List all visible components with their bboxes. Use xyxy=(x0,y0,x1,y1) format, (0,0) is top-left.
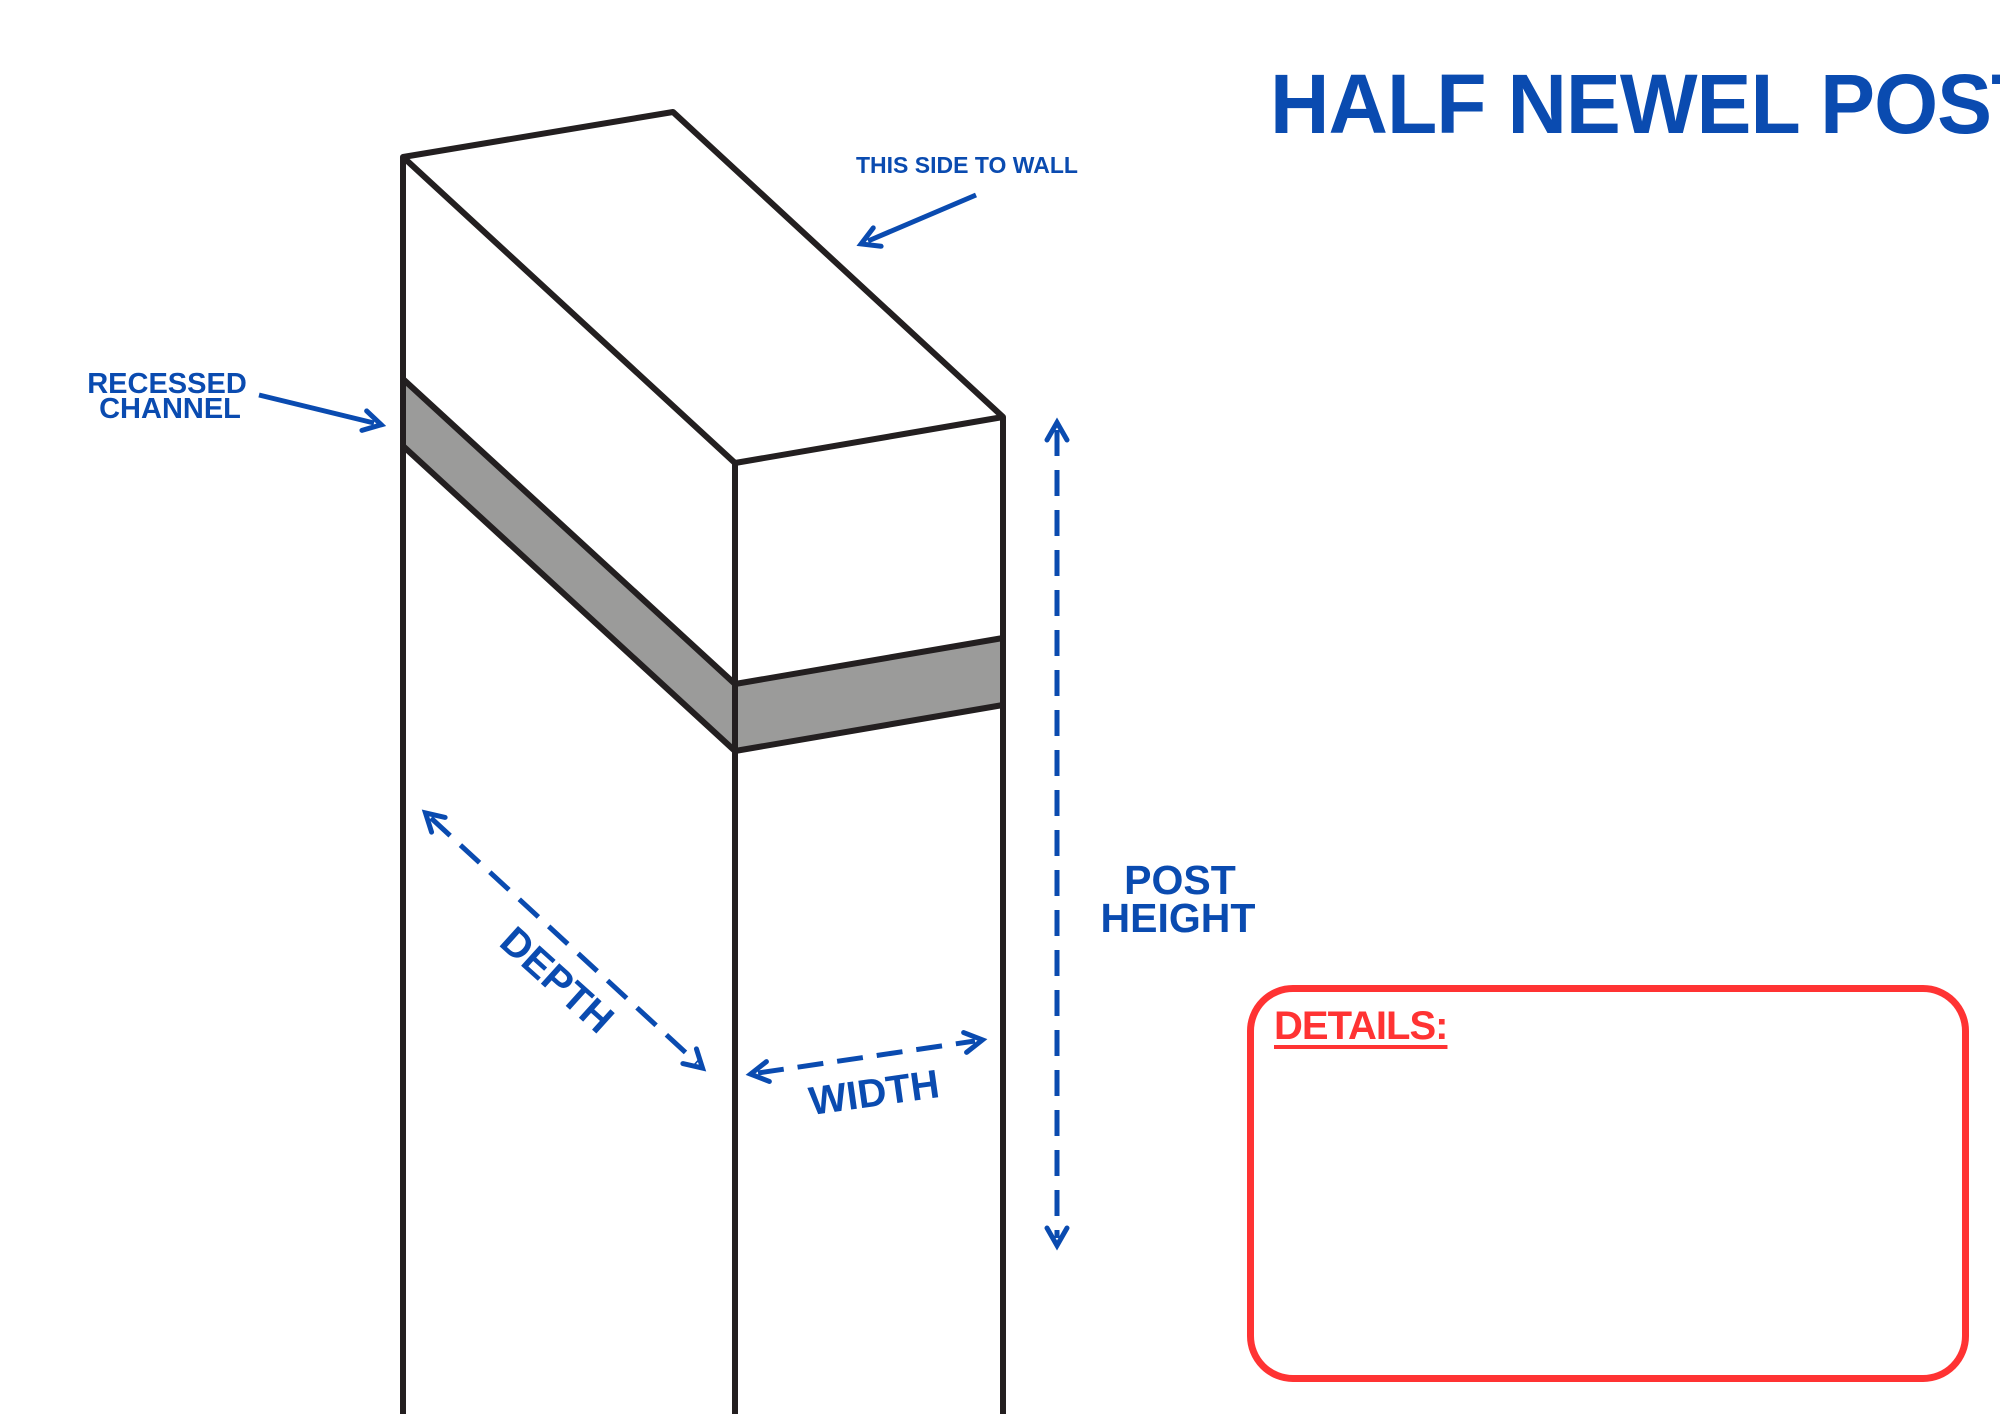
recessed-label-line2: CHANNEL xyxy=(99,393,241,425)
post-height-label-line2: HEIGHT xyxy=(1101,895,1256,941)
details-box: DETAILS: xyxy=(1247,985,1969,1382)
recessed-label-line1: RECESSED xyxy=(87,368,247,400)
post-outline xyxy=(400,109,1006,1414)
recessed-channel-arrow xyxy=(258,392,387,433)
post-height-label-line1: POST xyxy=(1124,857,1236,903)
width-dimension xyxy=(745,1030,988,1084)
channel-front-face xyxy=(735,638,1003,751)
channel-left-face xyxy=(403,379,735,751)
page-title: HALF NEWEL POST xyxy=(1270,57,2000,151)
this-side-to-wall-label: THIS SIDE TO WALL xyxy=(856,152,1078,178)
wall-side-arrow xyxy=(856,192,977,249)
width-label: WIDTH xyxy=(806,1062,942,1124)
details-label: DETAILS: xyxy=(1274,1004,1448,1048)
depth-dimension xyxy=(421,809,707,1072)
